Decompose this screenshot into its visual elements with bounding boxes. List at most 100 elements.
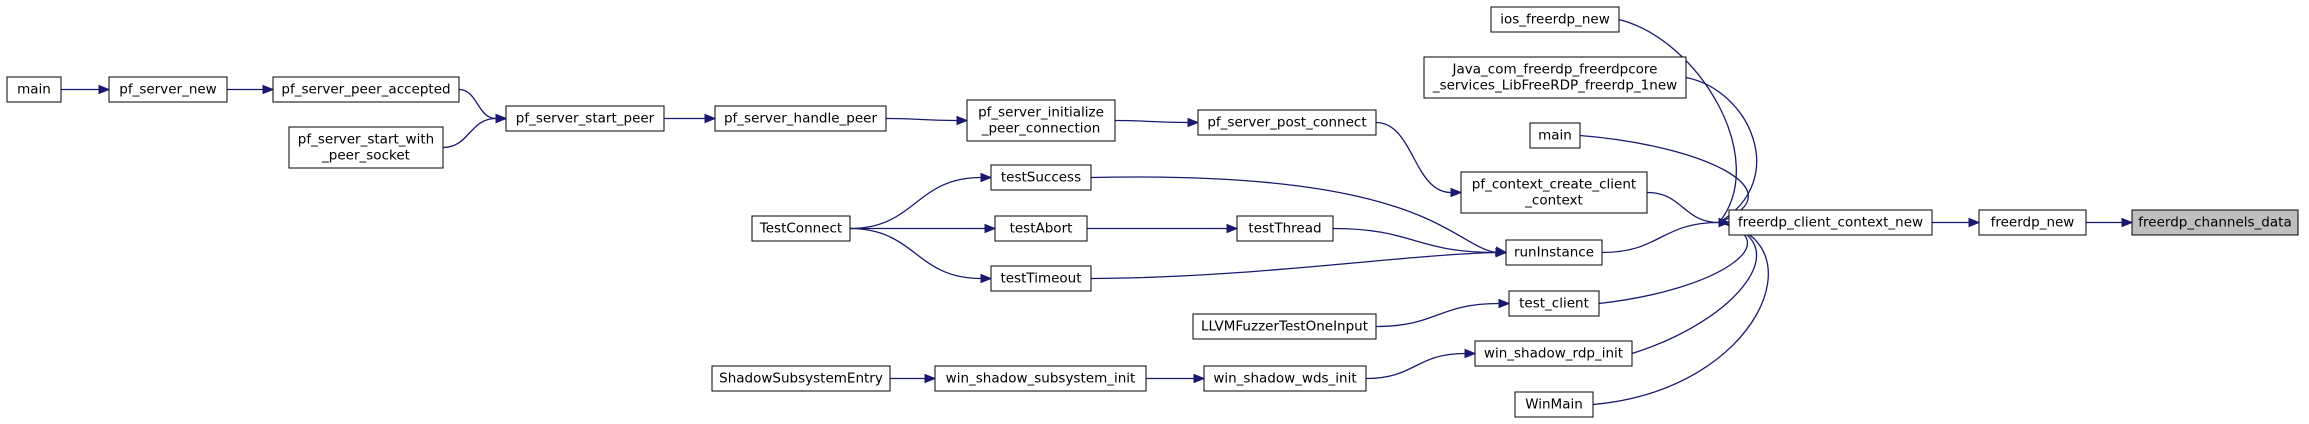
node-main-right[interactable]: main (1529, 122, 1581, 149)
node-label: ShadowSubsystemEntry (719, 371, 883, 387)
node-label: pf_server_post_connect (1207, 115, 1366, 131)
node-label: _peer_socket (321, 148, 410, 164)
node-label: win_shadow_subsystem_init (946, 371, 1136, 387)
arrow-head-icon (495, 113, 508, 124)
arrow-head-icon (98, 84, 111, 95)
node-pf-server-post-connect[interactable]: pf_server_post_connect (1197, 109, 1377, 136)
node-label: _services_LibFreeRDP_freerdp_1new (1432, 78, 1677, 94)
arrow-head-icon (980, 273, 993, 284)
node-box (714, 105, 887, 132)
node-label: main (17, 82, 51, 98)
node-winmain[interactable]: WinMain (1514, 391, 1594, 418)
node-runinstance[interactable]: runInstance (1505, 239, 1603, 266)
arrow-head-icon (1968, 217, 1981, 228)
node-llvmfuzzertestoneinput[interactable]: LLVMFuzzerTestOneInput (1192, 313, 1377, 340)
node-testtimeout[interactable]: testTimeout (990, 265, 1092, 292)
node-java-freerdp-new[interactable]: Java_com_freerdp_freerdpcore_services_Li… (1423, 56, 1687, 99)
edge-testconnect-to-testabort (849, 223, 997, 234)
edge-line (1375, 121, 1452, 194)
edge-main-left-to-pf-server-new (61, 84, 111, 95)
node-testthread[interactable]: testThread (1236, 215, 1334, 242)
arrow-head-icon (1193, 373, 1206, 384)
node-label: freerdp_new (1991, 215, 2075, 231)
node-pf-server-initialize-peer-connection[interactable]: pf_server_initialize_peer_connection (966, 99, 1116, 142)
node-pf-server-start-peer[interactable]: pf_server_start_peer (505, 105, 665, 132)
edge-pf-server-start-peer-to-pf-server-handle-peer (664, 113, 717, 124)
edge-line (442, 117, 497, 149)
edge-llvmfuzzertestoneinput-to-test-client (1375, 298, 1511, 328)
node-box (108, 76, 228, 103)
node-label: Java_com_freerdp_freerdpcore (1452, 62, 1658, 78)
node-box (1529, 122, 1581, 149)
node-box (6, 76, 62, 103)
edge-win-shadow-wds-init-to-win-shadow-rdp-init (1365, 348, 1477, 380)
node-win-shadow-rdp-init[interactable]: win_shadow_rdp_init (1474, 340, 1633, 367)
edge-line (849, 176, 982, 230)
arrow-head-icon (980, 172, 993, 183)
node-label: pf_server_peer_accepted (281, 82, 450, 98)
node-box (1203, 365, 1367, 392)
edge-pf-server-start-with-peer-socket-to-pf-server-start-peer (442, 113, 508, 149)
node-testconnect[interactable]: TestConnect (751, 215, 851, 242)
node-box (990, 265, 1092, 292)
edge-line (1114, 119, 1189, 124)
node-freerdp-client-context-new[interactable]: freerdp_client_context_new (1728, 209, 1933, 236)
edge-freerdp-client-context-new-to-freerdp-new (1932, 217, 1981, 228)
arrow-head-icon (1450, 187, 1463, 198)
edge-line (1579, 134, 1749, 224)
edge-pf-server-new-to-pf-server-peer-accepted (227, 84, 275, 95)
node-label: pf_server_handle_peer (724, 111, 877, 127)
arrow-head-icon (924, 373, 937, 384)
node-main-left[interactable]: main (6, 76, 62, 103)
node-ios-freerdp-new[interactable]: ios_freerdp_new (1490, 6, 1620, 33)
edge-shadowsubsystementry-to-win-shadow-subsystem-init (890, 373, 937, 384)
node-box (1474, 340, 1633, 367)
node-box (1505, 239, 1603, 266)
node-box (751, 215, 851, 242)
node-label: testThread (1248, 221, 1321, 237)
node-pf-context-create-client-context[interactable]: pf_context_create_client_context (1460, 171, 1648, 214)
node-box (1490, 6, 1620, 33)
edge-line (849, 227, 982, 280)
node-pf-server-peer-accepted[interactable]: pf_server_peer_accepted (272, 76, 460, 103)
node-testsuccess[interactable]: testSuccess (990, 164, 1092, 191)
node-label: runInstance (1514, 245, 1594, 261)
node-box (990, 164, 1092, 191)
node-testabort[interactable]: testAbort (994, 215, 1088, 242)
node-pf-server-handle-peer[interactable]: pf_server_handle_peer (714, 105, 887, 132)
node-freerdp-new[interactable]: freerdp_new (1978, 209, 2087, 236)
edge-line (1598, 221, 1748, 305)
node-box (1236, 215, 1334, 242)
node-label: pf_server_initialize (978, 105, 1104, 121)
arrow-head-icon (1464, 348, 1477, 359)
edge-line (1601, 221, 1720, 254)
arrow-head-icon (1187, 117, 1200, 128)
node-label: testAbort (1010, 221, 1073, 237)
node-win-shadow-wds-init[interactable]: win_shadow_wds_init (1203, 365, 1367, 392)
node-pf-server-start-with-peer-socket[interactable]: pf_server_start_with_peer_socket (288, 126, 444, 169)
node-test-client[interactable]: test_client (1508, 290, 1600, 317)
node-label: freerdp_channels_data (2138, 215, 2291, 231)
node-label: testTimeout (1000, 271, 1081, 287)
edge-win-shadow-subsystem-init-to-win-shadow-wds-init (1146, 373, 1206, 384)
node-freerdp-channels-data[interactable]: freerdp_channels_data (2131, 209, 2299, 236)
node-win-shadow-subsystem-init[interactable]: win_shadow_subsystem_init (934, 365, 1147, 392)
edge-line (1646, 191, 1720, 224)
arrow-head-icon (1495, 248, 1508, 258)
node-label: ios_freerdp_new (1500, 12, 1610, 28)
node-label: testSuccess (1001, 170, 1081, 186)
node-box (1978, 209, 2087, 236)
arrow-head-icon (956, 115, 969, 126)
node-shadowsubsystementry[interactable]: ShadowSubsystemEntry (711, 365, 891, 392)
nodes-layer: freerdp_channels_data freerdp_new freerdp_… (6, 6, 2299, 418)
node-box (1514, 391, 1594, 418)
edge-pf-server-initialize-peer-connection-to-pf-server-post-connect (1114, 117, 1200, 128)
node-pf-server-new[interactable]: pf_server_new (108, 76, 228, 103)
edge-line (1685, 76, 1758, 224)
node-box (1423, 56, 1687, 99)
node-box (1192, 313, 1377, 340)
arrow-head-icon (1498, 298, 1511, 309)
node-box (994, 215, 1088, 242)
edge-testconnect-to-testtimeout (849, 227, 993, 284)
